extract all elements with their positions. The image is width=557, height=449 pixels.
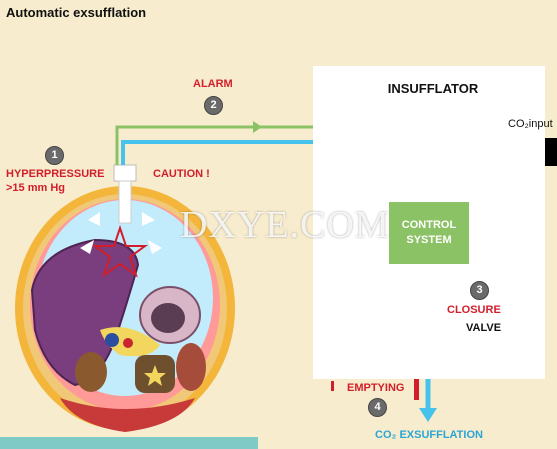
control-label-line2: SYSTEM — [406, 234, 452, 246]
step-3-badge: 3 — [470, 281, 489, 300]
step-2-badge: 2 — [204, 96, 223, 115]
valve-label: VALVE — [466, 322, 502, 334]
emptying-label: EMPTYING — [347, 382, 405, 394]
hyperpressure-label: HYPERPRESSURE — [6, 168, 105, 180]
trocar-shaft — [118, 180, 132, 224]
exsufflation-arrow-icon — [419, 408, 437, 422]
control-label-line1: CONTROL — [401, 219, 457, 231]
alarm-label: ALARM — [193, 78, 233, 90]
back-muscles — [60, 398, 195, 432]
emptying-valve-gate — [414, 364, 419, 400]
aorta — [123, 338, 133, 348]
co2-input-label: CO₂input — [508, 118, 553, 130]
watermark: DXYE.COM — [180, 204, 390, 246]
signal-arrow-icon — [253, 121, 262, 133]
step-4-badge: 4 — [368, 398, 387, 417]
pressure-arrows — [80, 212, 162, 254]
vena-cava — [105, 333, 119, 347]
pressure-star-icon — [91, 224, 149, 278]
trocar-head — [113, 164, 137, 182]
insufflator-title: INSUFFLATOR — [387, 81, 479, 96]
step-1-badge: 1 — [45, 146, 64, 165]
page-title: Automatic exsufflation — [6, 5, 147, 20]
pressure-threshold-label: >15 mm Hg — [6, 182, 65, 194]
right-kidney — [75, 352, 107, 392]
floor-strip — [0, 437, 258, 449]
spinal-cord — [144, 365, 166, 386]
control-system-box: CONTROL SYSTEM — [389, 202, 469, 264]
stomach-lumen — [151, 303, 185, 333]
liver — [30, 238, 140, 387]
closure-label: CLOSURE — [447, 304, 501, 316]
co2-exsufflation-label: CO₂ EXSUFFLATION — [375, 429, 483, 441]
caution-label: CAUTION ! — [153, 168, 210, 180]
left-kidney — [176, 343, 206, 391]
emptying-marker — [331, 381, 334, 391]
